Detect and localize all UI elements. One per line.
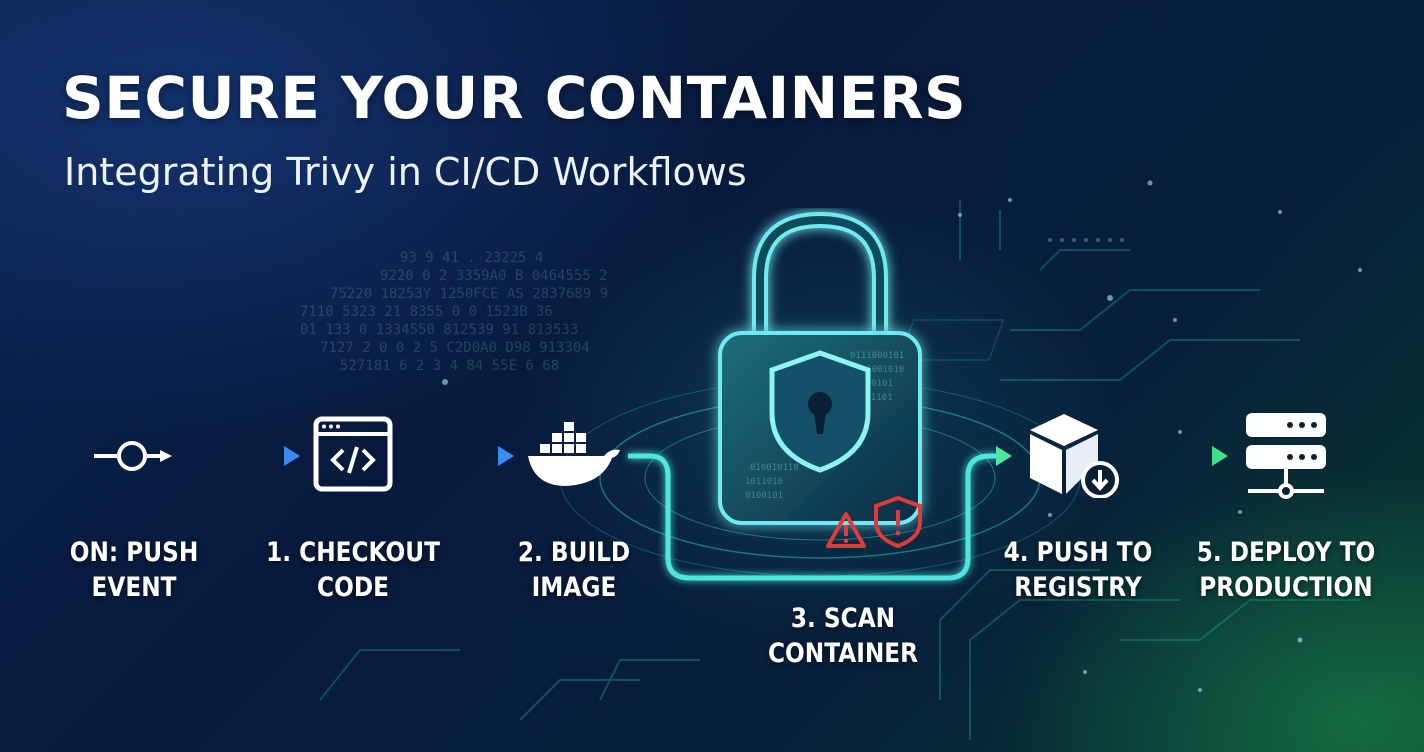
step-label-line1: 5. DEPLOY TO — [1196, 537, 1376, 568]
step-label-line1: ON: PUSH — [69, 537, 199, 568]
svg-text:01 133 0 1334550 812539 91: 01 133 0 1334550 812539 91 813533 — [300, 322, 578, 338]
svg-text:527181 6 2 3 4 84 55E 6 68: 527181 6 2 3 4 84 55E 6 68 — [340, 358, 559, 374]
svg-text:75220 18253Y 1250FCE AS 2837: 75220 18253Y 1250FCE AS 2837689 9 — [330, 286, 608, 302]
alert-shield-icon — [874, 495, 922, 549]
svg-text:0111000101: 0111000101 — [850, 351, 904, 361]
particles — [442, 180, 1362, 692]
svg-text:7110 5323 21 8355 0 0 1523B: 7110 5323 21 8355 0 0 1523B 36 — [300, 304, 553, 320]
commit-icon — [94, 441, 172, 471]
arrow-event-to-checkout — [192, 446, 300, 466]
circuit-traces — [319, 200, 1360, 740]
svg-text:010010110: 010010110 — [750, 463, 799, 473]
svg-text:1001001010: 1001001010 — [850, 365, 904, 375]
warning-triangle-icon — [826, 512, 866, 548]
step-label-build-image: 2. BUILD IMAGE — [500, 535, 648, 605]
svg-text:0100101: 0100101 — [745, 491, 783, 501]
server-stack-icon — [1246, 413, 1326, 499]
arrow-checkout-to-build — [410, 446, 514, 466]
step-label-push-registry: 4. PUSH TO REGISTRY — [995, 535, 1160, 605]
vulnerability-alert-icons — [826, 495, 922, 549]
svg-text:93 9 41 . 23225 4: 93 9 41 . 23225 4 — [400, 250, 543, 266]
step-label-line1: 3. SCAN — [790, 603, 896, 634]
step-label-checkout-code: 1. CHECKOUT CODE — [261, 535, 445, 605]
step-label-line2: PRODUCTION — [1199, 572, 1373, 603]
docker-whale-icon — [528, 422, 620, 486]
step-label-line1: 1. CHECKOUT — [266, 537, 440, 568]
step-label-deploy-production: 5. DEPLOY TO PRODUCTION — [1191, 535, 1380, 605]
step-label-line1: 4. PUSH TO — [1003, 537, 1153, 568]
page-subtitle: Integrating Trivy in CI/CD Workflows — [64, 150, 747, 194]
step-label-line2: CONTAINER — [767, 638, 919, 669]
step-label-push-event: ON: PUSH EVENT — [65, 535, 203, 605]
step-label-line2: CODE — [317, 572, 389, 603]
svg-text:9220 0 2 3359A0 B 0464555 2: 9220 0 2 3359A0 B 0464555 2 — [380, 268, 608, 284]
package-download-icon — [1030, 414, 1119, 498]
step-label-line1: 2. BUILD — [517, 537, 631, 568]
arrow-registry-to-production — [1124, 446, 1228, 466]
step-label-line2: IMAGE — [531, 572, 617, 603]
step-label-line2: REGISTRY — [1014, 572, 1142, 603]
page-title: SECURE YOUR CONTAINERS — [62, 64, 967, 132]
code-window-icon — [313, 416, 393, 492]
svg-text:0100101: 0100101 — [855, 379, 893, 389]
svg-text:7127 2 0 0 2 5 C2D0A0 D98 91: 7127 2 0 0 2 5 C2D0A0 D98 913304 — [320, 340, 590, 356]
arrow-build-through-scan-to-registry — [628, 446, 1012, 581]
svg-text:1011010: 1011010 — [745, 477, 783, 487]
step-label-line2: EVENT — [91, 572, 177, 603]
step-label-scan-container: 3. SCAN CONTAINER — [751, 601, 935, 671]
svg-text:101101: 101101 — [860, 393, 893, 403]
padlock-shield-icon: 0111000101 1001001010 0100101 101101 01001… — [718, 211, 922, 525]
hex-code-texture: 93 9 41 . 23225 4 9220 0 2 3359A0 B 0464… — [300, 250, 608, 374]
